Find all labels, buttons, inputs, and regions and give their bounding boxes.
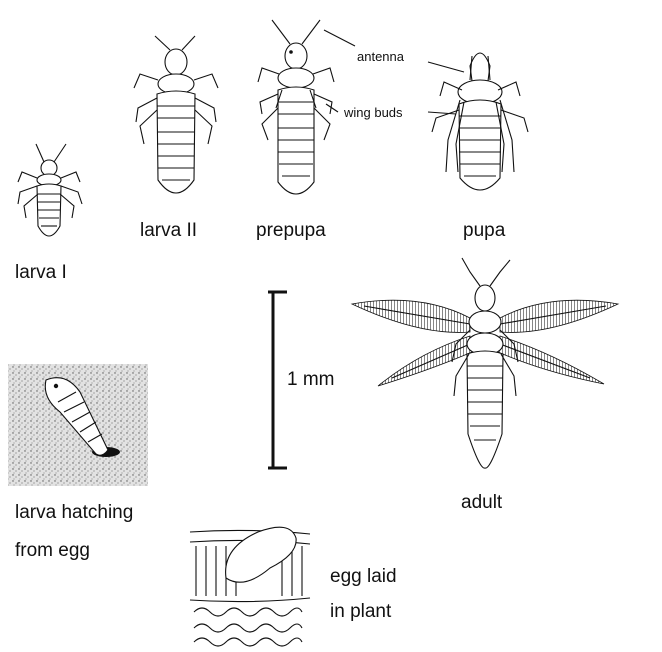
label-hatching-line-1: larva hatching: [15, 503, 133, 522]
prepupa-drawing: [258, 20, 334, 194]
label-egg-line-1: egg laid: [330, 567, 397, 586]
pupa-drawing: [432, 53, 528, 190]
label-scale: 1 mm: [287, 370, 335, 389]
label-larva-2: larva II: [140, 221, 197, 240]
larva-1-drawing: [18, 144, 82, 236]
label-hatching-line-2: from egg: [15, 541, 90, 560]
label-pupa: pupa: [463, 221, 505, 240]
label-adult: adult: [461, 493, 502, 512]
scale-bar: [268, 292, 287, 468]
label-egg-line-2: in plant: [330, 602, 391, 621]
label-antenna: antenna: [357, 50, 404, 63]
label-wing-buds: wing buds: [344, 106, 403, 119]
antenna-leader-2: [428, 62, 464, 72]
hatching-drawing: [8, 364, 148, 486]
label-larva-1: larva I: [15, 263, 67, 282]
label-prepupa: prepupa: [256, 221, 326, 240]
antenna-leader: [324, 30, 355, 46]
adult-drawing: [352, 258, 618, 468]
larva-2-drawing: [134, 36, 218, 193]
egg-in-plant-drawing: [190, 527, 310, 648]
